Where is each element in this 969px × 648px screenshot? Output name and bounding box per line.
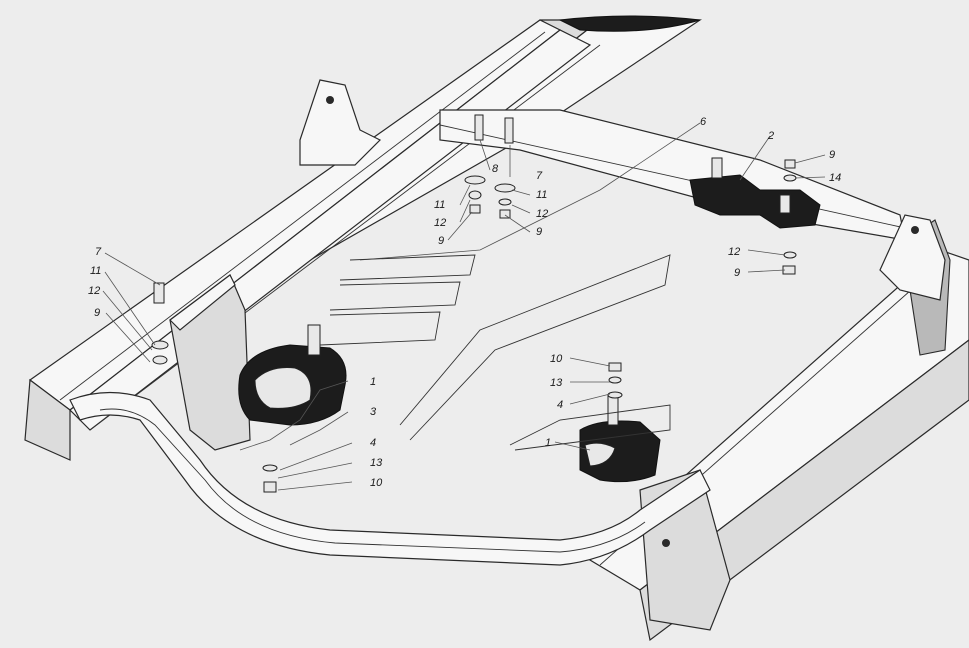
callout-label: 9 bbox=[734, 267, 740, 279]
callout-label: 4 bbox=[370, 437, 376, 449]
left-shock-bracket bbox=[299, 79, 382, 166]
engine-mount-cushion-left bbox=[238, 324, 347, 426]
hardware-parts bbox=[151, 114, 797, 493]
callout-label: 7 bbox=[95, 246, 102, 258]
callout-label: 12 bbox=[728, 246, 740, 258]
callout-label: 11 bbox=[434, 199, 445, 211]
callout-label: 9 bbox=[94, 307, 100, 319]
callout-label: 12 bbox=[434, 217, 446, 229]
callout-label: 1 bbox=[545, 437, 551, 449]
callout-label: 2 bbox=[767, 130, 774, 142]
spare-tire bbox=[558, 15, 701, 32]
callout-label: 1 bbox=[370, 376, 376, 388]
callout-label: 9 bbox=[438, 235, 444, 247]
right-shock-bracket bbox=[879, 214, 946, 301]
callout-label: 13 bbox=[370, 457, 383, 469]
callout-label: 12 bbox=[536, 208, 548, 220]
callout-label: 14 bbox=[829, 172, 841, 184]
callout-label: 10 bbox=[370, 477, 383, 489]
callout-label: 8 bbox=[492, 163, 499, 175]
engine-mount-cushion-right bbox=[579, 394, 661, 483]
callout-label: 3 bbox=[370, 406, 377, 418]
callout-label: 13 bbox=[550, 377, 563, 389]
callout-label: 10 bbox=[550, 353, 563, 365]
callout-label: 11 bbox=[90, 265, 101, 277]
rear-mount bbox=[689, 157, 821, 229]
leader-lines bbox=[102, 122, 826, 491]
callout-label: 4 bbox=[557, 399, 563, 411]
callout-label: 9 bbox=[536, 226, 542, 238]
callout-labels: 7 11 12 9 1 3 4 13 10 6 8 7 11 12 9 11 1… bbox=[88, 116, 841, 489]
callout-label: 12 bbox=[88, 285, 100, 297]
callout-label: 6 bbox=[700, 116, 707, 128]
callout-label: 7 bbox=[536, 170, 543, 182]
left-mount-bracket bbox=[169, 274, 251, 451]
front-tube-cross-member bbox=[69, 391, 711, 566]
callout-label: 9 bbox=[829, 149, 835, 161]
callout-label: 11 bbox=[536, 189, 547, 201]
